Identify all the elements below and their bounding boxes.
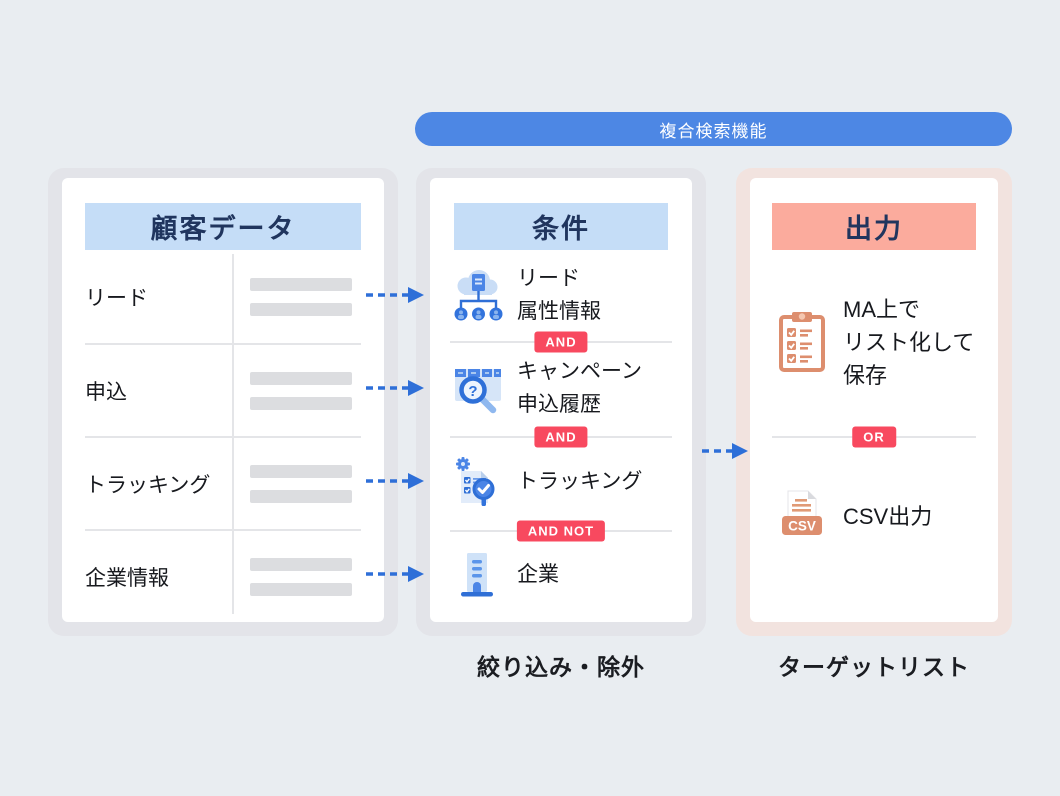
flow-arrow-tracking	[366, 473, 424, 489]
company-building-icon	[461, 553, 493, 597]
condition-label: トラッキング	[517, 469, 643, 493]
banner-label: 複合検索機能	[659, 121, 768, 141]
operator-divider: AND	[450, 331, 672, 353]
tracking-doc-icon	[456, 457, 495, 506]
csv-file-icon: CSV	[782, 490, 822, 535]
lead-network-icon	[454, 270, 503, 321]
column-divider	[232, 254, 234, 614]
operator-divider: AND NOT	[450, 520, 672, 542]
compound-search-banner: 複合検索機能	[415, 112, 1012, 146]
csv-badge-label: CSV	[788, 519, 816, 534]
clipboard-checklist-icon	[779, 312, 825, 372]
customer-data-title: 顧客データ	[85, 203, 361, 250]
or-operator-badge: OR	[852, 426, 896, 448]
output-caption: ターゲットリスト	[778, 654, 970, 680]
table-row-tracking: トラッキング	[62, 436, 384, 529]
campaign-search-icon: ?	[455, 369, 501, 414]
data-placeholder-bars	[250, 277, 352, 316]
and-not-operator-badge: AND NOT	[516, 520, 606, 542]
data-placeholder-bars	[250, 464, 352, 503]
table-row-lead: リード	[62, 250, 384, 343]
condition-item-campaign-history: ? キャンペーン 申込履歴	[430, 355, 692, 423]
condition-label: キャンペーン 申込履歴	[517, 360, 642, 416]
table-row-company-info: 企業情報	[62, 529, 384, 622]
row-label: 申込	[85, 380, 127, 404]
output-panel: 出力	[736, 168, 1012, 636]
svg-text:?: ?	[468, 383, 477, 400]
output-label: MA上で リスト化して 保存	[843, 296, 975, 388]
customer-data-card: 顧客データ リード 申込 トラッキング 企業情報	[62, 178, 384, 622]
flow-arrow-conditions-to-output	[702, 443, 748, 459]
condition-label: リード 属性情報	[517, 267, 601, 323]
operator-divider: OR	[772, 426, 976, 448]
data-placeholder-bars	[250, 557, 352, 596]
output-card: 出力	[750, 178, 998, 622]
and-operator-badge: AND	[534, 331, 588, 353]
flow-arrow-application	[366, 380, 424, 396]
conditions-card: 条件 リード 属性情報 AND	[430, 178, 692, 622]
output-item-ma-list: MA上で リスト化して 保存	[750, 292, 998, 392]
row-label: トラッキング	[85, 473, 211, 497]
and-operator-badge: AND	[534, 426, 588, 448]
table-row-application: 申込	[62, 343, 384, 436]
condition-item-company: 企業	[430, 541, 692, 609]
condition-label: 企業	[517, 562, 559, 586]
conditions-panel: 条件 リード 属性情報 AND	[416, 168, 706, 636]
row-label: 企業情報	[85, 566, 169, 590]
customer-data-panel: 顧客データ リード 申込 トラッキング 企業情報	[48, 168, 398, 636]
flow-arrow-company-info	[366, 566, 424, 582]
data-placeholder-bars	[250, 371, 352, 410]
output-title: 出力	[772, 203, 976, 250]
conditions-caption: 絞り込み・除外	[477, 654, 645, 680]
conditions-title: 条件	[454, 203, 668, 250]
condition-item-tracking: トラッキング	[430, 448, 692, 516]
condition-item-lead-attributes: リード 属性情報	[430, 262, 692, 330]
flow-arrow-lead	[366, 287, 424, 303]
customer-data-rows: リード 申込 トラッキング 企業情報	[62, 250, 384, 622]
row-label: リード	[85, 286, 148, 310]
operator-divider: AND	[450, 426, 672, 448]
output-label: CSV出力	[843, 503, 933, 529]
output-item-csv: CSV CSV出力	[750, 483, 998, 549]
